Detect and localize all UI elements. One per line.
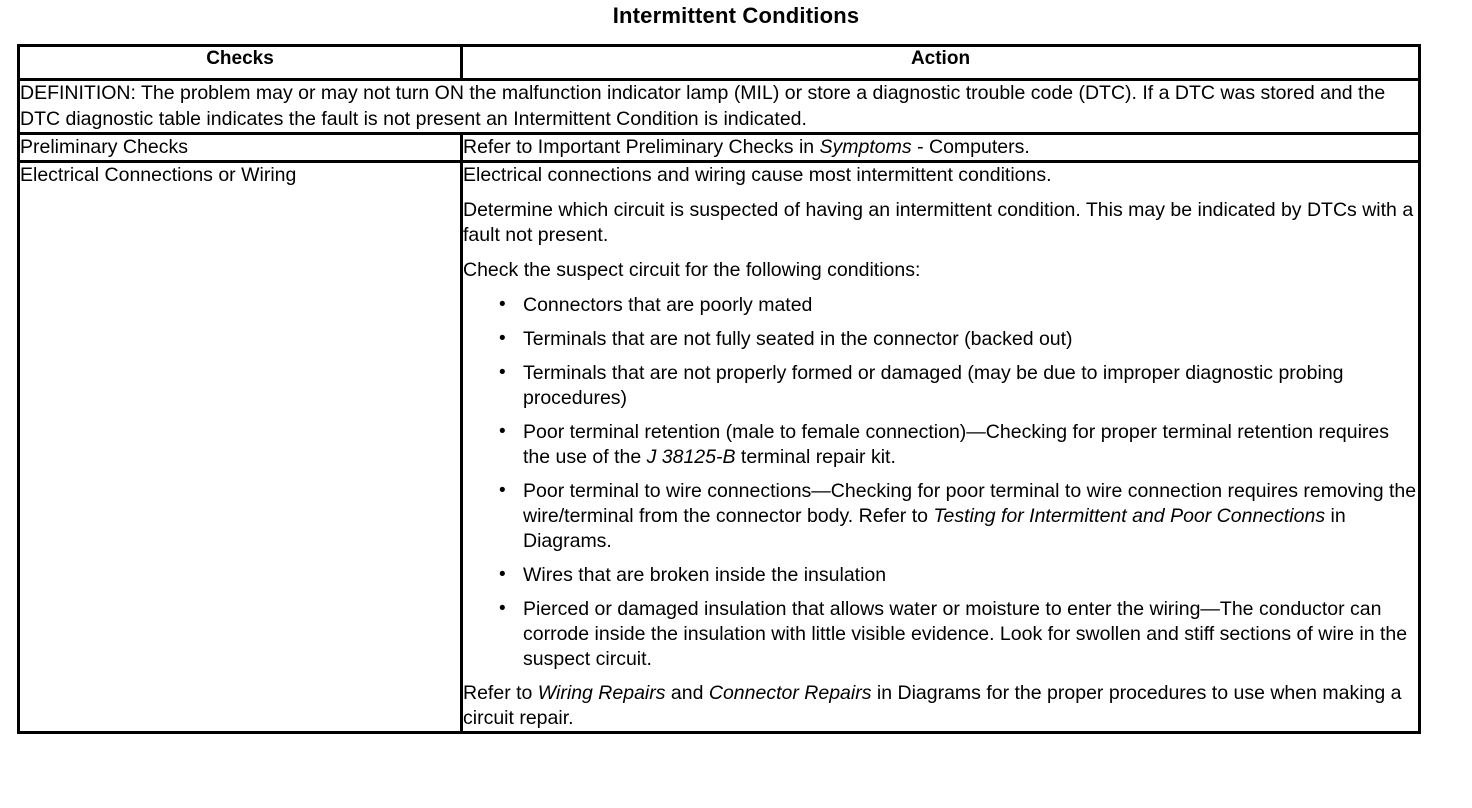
list-item: Poor terminal to wire connections—Checki… — [499, 478, 1418, 554]
list-item-suffix: terminal repair kit. — [735, 446, 896, 468]
action-paragraph-2: Determine which circuit is suspected of … — [463, 199, 1414, 246]
list-item-prefix: Poor terminal to wire connections—Checki… — [523, 480, 1417, 527]
list-item: Pierced or damaged insulation that allow… — [499, 596, 1418, 672]
list-item-italic: J 38125-B — [646, 446, 736, 468]
list-item: Terminals that are not fully seated in t… — [499, 326, 1418, 352]
list-item: Poor terminal retention (male to female … — [499, 419, 1418, 470]
check-label-preliminary-checks: Preliminary Checks — [17, 132, 463, 163]
list-item: Wires that are broken inside the insulat… — [499, 562, 1418, 588]
action-paragraph: Refer to Important Preliminary Checks in… — [463, 135, 1418, 160]
table-header-row: Checks Action — [17, 44, 1421, 81]
diagnostic-table-wrapper: Checks Action DEFINITION: The problem ma… — [17, 44, 1421, 734]
intermittent-conditions-table: Checks Action DEFINITION: The problem ma… — [17, 44, 1421, 734]
action-paragraph-1: Electrical connections and wiring cause … — [463, 164, 1052, 186]
table-row-electrical-connections: Electrical Connections or Wiring Electri… — [17, 160, 1421, 734]
page-title: Intermittent Conditions — [612, 3, 860, 28]
action-closing-paragraph: Refer to Wiring Repairs and Connector Re… — [463, 681, 1418, 731]
column-header-action: Action — [460, 44, 1421, 81]
list-item: Connectors that are poorly mated — [499, 292, 1418, 318]
action-text-prefix: Refer to Important Preliminary Checks in — [463, 136, 820, 158]
check-label-electrical-connections: Electrical Connections or Wiring — [17, 160, 463, 734]
action-text-suffix: - Computers. — [911, 136, 1030, 158]
conditions-list: Connectors that are poorly mated Termina… — [463, 292, 1418, 672]
list-item-suffix: in Diagrams. — [523, 505, 1346, 552]
table-header: Checks Action — [17, 44, 1421, 81]
closing-prefix: Refer to — [463, 682, 538, 704]
action-preliminary-checks: Refer to Important Preliminary Checks in… — [460, 132, 1421, 163]
action-electrical-connections: Electrical connections and wiring cause … — [460, 160, 1421, 734]
column-header-checks: Checks — [17, 44, 463, 81]
closing-suffix: in Diagrams for the proper procedures to… — [463, 682, 1402, 729]
table-row-definition: DEFINITION: The problem may or may not t… — [17, 78, 1421, 135]
closing-italic-connector-repairs: Connector Repairs — [708, 682, 872, 704]
action-paragraph-3: Check the suspect circuit for the follow… — [463, 259, 921, 281]
list-item-italic: Testing for Intermittent and Poor Connec… — [933, 505, 1326, 527]
closing-mid: and — [665, 682, 709, 704]
action-text-italic: Symptoms — [819, 136, 912, 158]
definition-cell: DEFINITION: The problem may or may not t… — [17, 78, 1421, 135]
table-body: DEFINITION: The problem may or may not t… — [17, 78, 1421, 734]
table-row-preliminary-checks: Preliminary Checks Refer to Important Pr… — [17, 132, 1421, 163]
closing-italic-wiring-repairs: Wiring Repairs — [537, 682, 666, 704]
list-item-prefix: Poor terminal retention (male to female … — [523, 421, 1389, 468]
list-item: Terminals that are not properly formed o… — [499, 360, 1418, 411]
